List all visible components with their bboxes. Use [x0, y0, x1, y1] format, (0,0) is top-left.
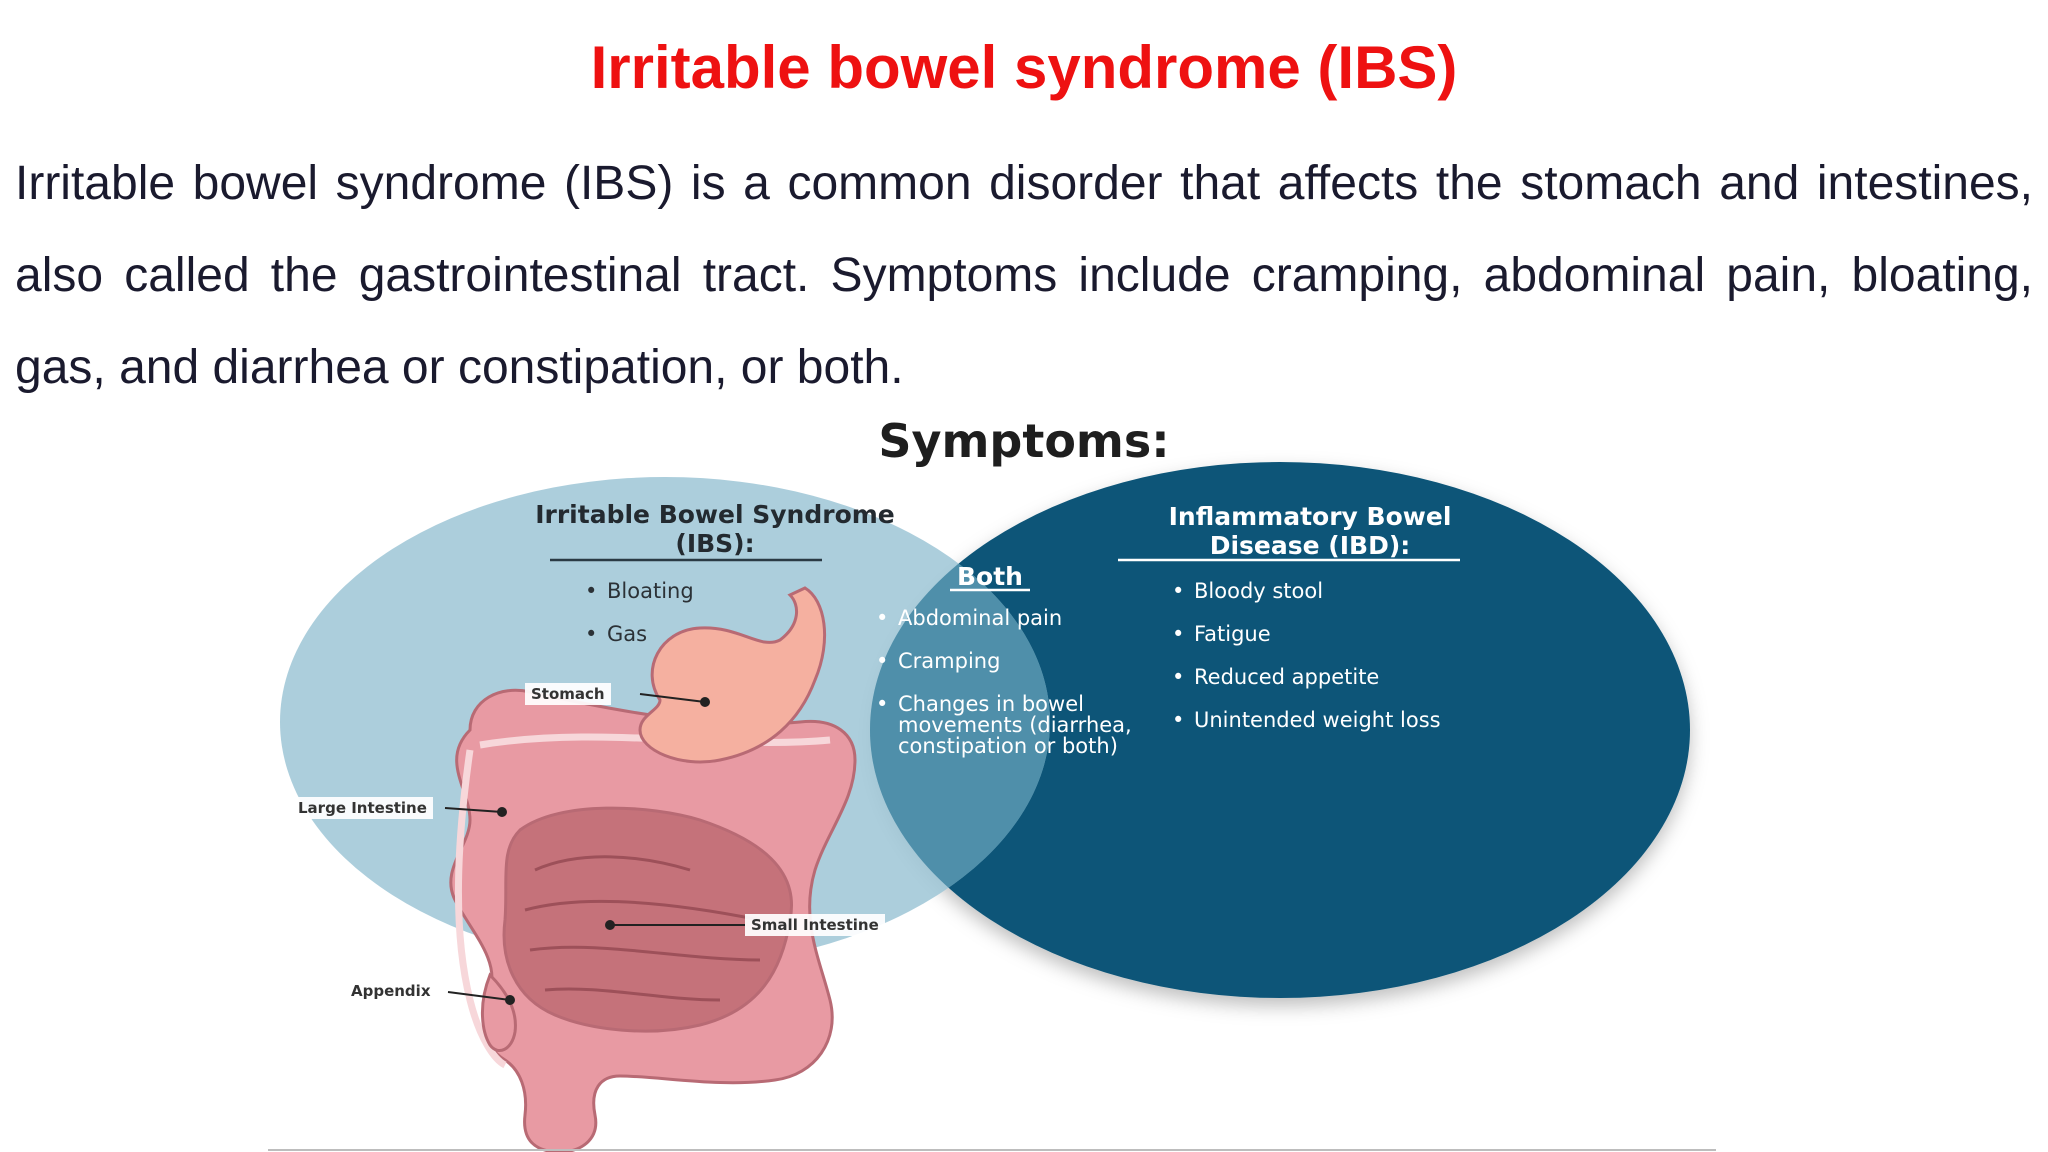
- list-item: Abdominal pain: [876, 608, 1146, 630]
- both-set-title: Both: [957, 562, 1023, 591]
- ibd-set-title: Inflammatory Bowel Disease (IBD):: [1168, 502, 1452, 560]
- list-item: Changes in bowel movements (diarrhea, co…: [876, 694, 1146, 757]
- appendix-label: Appendix: [345, 980, 437, 1002]
- both-symptom-list: Abdominal pain Cramping Changes in bowel…: [876, 608, 1146, 757]
- intro-paragraph: Irritable bowel syndrome (IBS) is a comm…: [15, 157, 2033, 394]
- stomach-label: Stomach: [525, 683, 611, 705]
- list-item: Gas: [585, 619, 694, 662]
- ibs-set-title: Irritable Bowel Syndrome (IBS):: [535, 500, 895, 558]
- small-intestine-shape: [502, 806, 793, 1033]
- list-item: Bloody stool: [1172, 576, 1441, 619]
- list-item: Cramping: [876, 651, 1146, 673]
- digestive-tract-illustration: [449, 586, 857, 1152]
- small-intestine-label: Small Intestine: [745, 914, 885, 936]
- list-item: Unintended weight loss: [1172, 705, 1441, 748]
- ibs-symptom-list: Bloating Gas: [585, 576, 694, 662]
- venn-diagram-graphic: [268, 462, 1716, 1152]
- list-item: Bloating: [585, 576, 694, 619]
- figure-title: Symptoms:: [878, 414, 1170, 468]
- list-item: Reduced appetite: [1172, 662, 1441, 705]
- list-item: Fatigue: [1172, 619, 1441, 662]
- page-title: Irritable bowel syndrome (IBS): [590, 34, 1458, 101]
- large-intestine-label: Large Intestine: [292, 797, 433, 819]
- symptoms-venn-figure: Symptoms: Irritable Bowel Syndrome (IBS)…: [0, 400, 2048, 1152]
- ibd-symptom-list: Bloody stool Fatigue Reduced appetite Un…: [1172, 576, 1441, 748]
